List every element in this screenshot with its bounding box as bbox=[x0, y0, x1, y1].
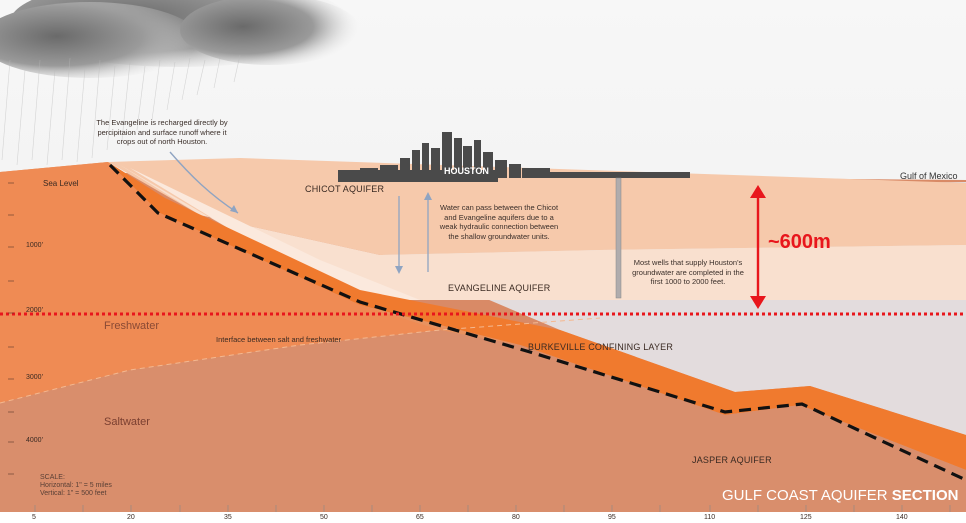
depth-3000: 3000' bbox=[26, 374, 43, 381]
recharge-note: The Evangeline is recharged directly by … bbox=[96, 118, 228, 146]
x-tick-140: 140 bbox=[896, 514, 908, 521]
depth-2000: 2000' bbox=[26, 307, 43, 314]
x-tick-20: 20 bbox=[127, 514, 135, 521]
rain-cloud bbox=[0, 0, 360, 78]
well bbox=[615, 177, 622, 299]
saltwater-label: Saltwater bbox=[104, 416, 150, 428]
red-double-arrow bbox=[750, 185, 766, 309]
black-dashed-line bbox=[108, 163, 966, 482]
title-light: GULF COAST AQUIFER bbox=[722, 487, 892, 504]
scale-vertical: Vertical: 1" = 500 feet bbox=[40, 490, 107, 497]
interface-label: Interface between salt and freshwater bbox=[216, 335, 342, 344]
exchange-note: Water can pass between the Chicot and Ev… bbox=[439, 203, 559, 241]
gulf-label: Gulf of Mexico bbox=[900, 171, 958, 181]
scale-horizontal: Horizontal: 1" = 5 miles bbox=[40, 482, 112, 489]
burkeville-layer bbox=[108, 162, 966, 470]
x-tick-95: 95 bbox=[608, 514, 616, 521]
chicot-aquifer-band bbox=[108, 158, 966, 255]
depth-ticks bbox=[8, 182, 14, 475]
x-tick-5: 5 bbox=[32, 514, 36, 521]
scale-title: SCALE: bbox=[40, 474, 65, 481]
burkeville-label: BURKEVILLE CONFINING LAYER bbox=[528, 342, 674, 352]
saltwater-zone bbox=[0, 330, 966, 523]
diagram-title: GULF COAST AQUIFER SECTION bbox=[722, 487, 958, 504]
evangeline-label: EVANGELINE AQUIFER bbox=[448, 283, 551, 293]
exchange-arrows bbox=[395, 192, 432, 274]
axis-bar bbox=[0, 512, 966, 523]
depth-annotation-600m: ~600m bbox=[768, 231, 831, 253]
x-tick-125: 125 bbox=[800, 514, 812, 521]
freshwater-zone bbox=[0, 162, 440, 403]
x-tick-110: 110 bbox=[704, 514, 716, 521]
x-tick-65: 65 bbox=[416, 514, 424, 521]
rain bbox=[1, 54, 241, 166]
title-bold: SECTION bbox=[891, 487, 959, 504]
jasper-label: JASPER AQUIFER bbox=[692, 455, 772, 465]
depth-1000: 1000' bbox=[26, 242, 43, 249]
chicot-label: CHICOT AQUIFER bbox=[305, 184, 385, 194]
wells-note: Most wells that supply Houston's groundw… bbox=[632, 258, 744, 286]
freshwater-label: Freshwater bbox=[104, 320, 160, 332]
x-tick-80: 80 bbox=[512, 514, 520, 521]
houston-skyline bbox=[338, 132, 690, 182]
axis-ticks bbox=[34, 505, 951, 512]
sea-level-label: Sea Level bbox=[43, 179, 79, 188]
x-tick-35: 35 bbox=[224, 514, 232, 521]
houston-label: HOUSTON bbox=[444, 166, 489, 176]
recharge-arrow bbox=[169, 151, 239, 214]
x-tick-50: 50 bbox=[320, 514, 328, 521]
depth-4000: 4000' bbox=[26, 437, 43, 444]
